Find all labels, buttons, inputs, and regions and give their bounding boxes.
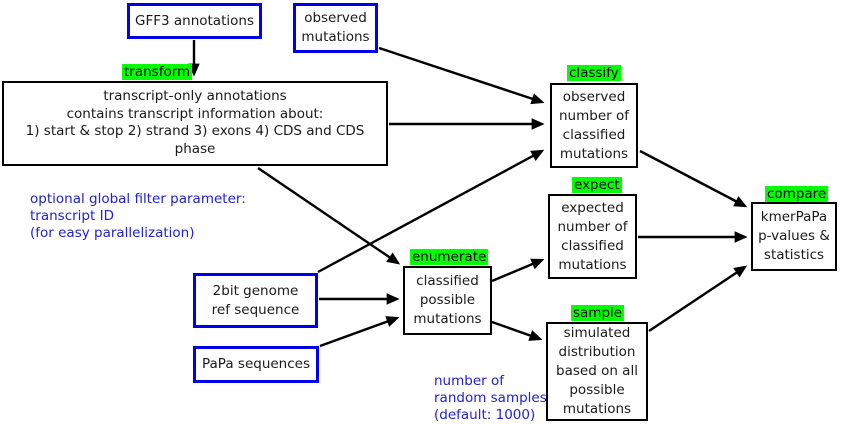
node-gff3-annotations: GFF3 annotations — [127, 3, 262, 39]
node-papa-sequences: PaPa sequences — [193, 346, 319, 383]
step-label-expect: expect — [572, 177, 622, 193]
edge-2bit-to-classify — [317, 149, 545, 274]
node-expected-classified-mutations: expected number of classified mutations — [548, 194, 637, 279]
step-label-sample: sample — [571, 305, 625, 321]
step-label-transform: transform — [122, 64, 193, 80]
edge-observed-mutations-to-classify — [378, 46, 545, 105]
edge-enumerate-to-sample — [491, 320, 543, 341]
node-simulated-distribution: simulated distribution based on all poss… — [546, 322, 648, 421]
note-optional-filter: optional global filter parameter: transc… — [30, 191, 246, 241]
node-transcript-annotations: transcript-only annotations contains tra… — [2, 81, 388, 166]
step-label-compare: compare — [765, 186, 829, 202]
node-observed-classified-mutations: observed number of classified mutations — [550, 83, 638, 168]
note-random-samples: number of random samples (default: 1000) — [434, 373, 547, 423]
node-kmerpapa-statistics: kmerPaPa p-values & statistics — [751, 202, 837, 271]
step-label-enumerate: enumerate — [410, 249, 489, 265]
node-2bit-genome-ref: 2bit genome ref sequence — [193, 273, 318, 328]
edge-classify-to-compare — [639, 149, 748, 208]
node-classified-possible-mutations: classified possible mutations — [403, 266, 492, 335]
edge-transcript-to-enumerate — [257, 167, 401, 265]
edge-enumerate-to-expect — [491, 258, 545, 283]
edge-sample-to-compare — [648, 265, 748, 332]
edge-papa-to-enumerate — [319, 316, 400, 348]
node-observed-mutations: observed mutations — [293, 3, 378, 53]
step-label-classify: classify — [567, 65, 621, 81]
